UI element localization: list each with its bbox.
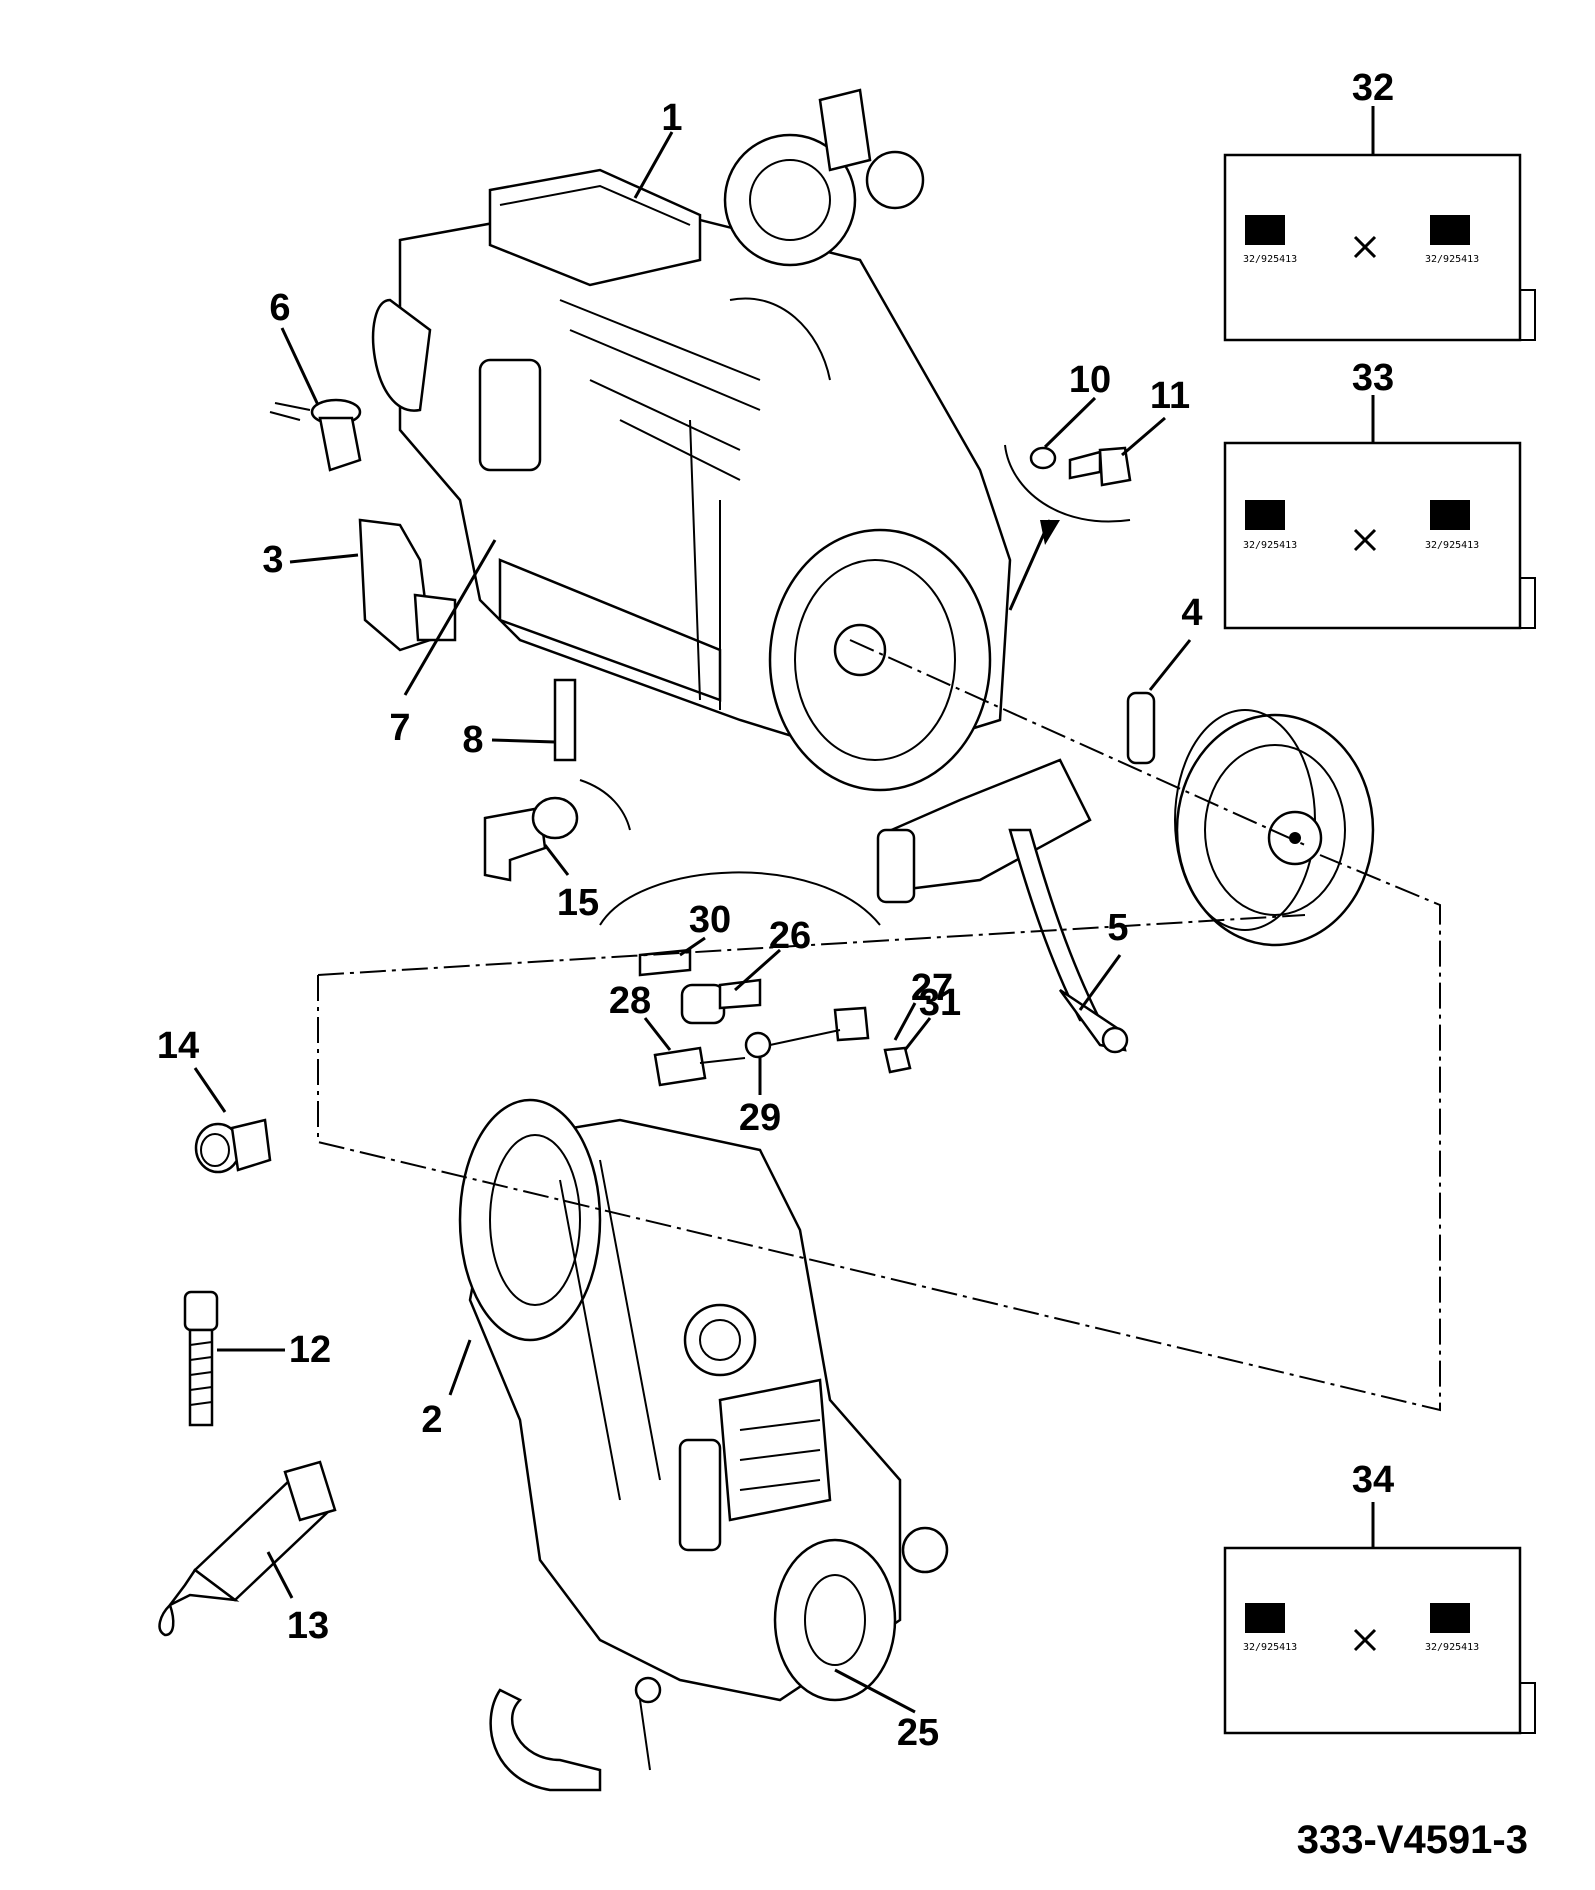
plug-fitting [194,1118,272,1174]
flex-plate [1174,709,1375,947]
decal-code-34-right: 32/925413 [1425,1642,1479,1653]
callout-12: 12 [289,1329,331,1371]
callout-27: 27 [911,967,953,1009]
callout-26: 26 [769,915,811,957]
callout-6: 6 [269,287,290,329]
clamp-set [638,948,912,1087]
callout-15: 15 [557,882,599,924]
oil-filler-cap [269,398,362,472]
detail-arc-clamp [599,871,881,926]
callout-29: 29 [739,1097,781,1139]
callout-31: 31 [919,982,961,1024]
decal-panel-32: 32/925413 32/925413 [1223,153,1536,342]
cap-screw [183,1290,219,1427]
sealant-tube [158,1460,337,1637]
callout-3: 3 [262,539,283,581]
alignment-line-right [317,854,1441,1412]
decal-panel-33: 32/925413 32/925413 [1223,441,1536,630]
decal-code-34-left: 32/925413 [1243,1642,1297,1653]
decal-code-33-right: 32/925413 [1425,540,1479,551]
callout-32: 32 [1352,67,1394,109]
callout-10: 10 [1069,359,1111,401]
callout-33: 33 [1352,357,1394,399]
engine-assembly [371,88,1012,792]
callout-8: 8 [462,719,483,761]
callout-34: 34 [1352,1459,1394,1501]
leader-lines [193,106,1375,1714]
callout-25: 25 [897,1712,939,1754]
mount-bolt [553,678,577,762]
callout-30: 30 [689,899,731,941]
decal-code-32-right: 32/925413 [1425,254,1479,265]
decal-code-33-left: 32/925413 [1243,540,1297,551]
detail-pointer-10-11-head [1040,520,1060,545]
bolt-11 [1068,446,1132,487]
pipe-bracket [876,691,1156,1054]
callout-28: 28 [609,980,651,1022]
callout-11: 11 [1150,375,1190,417]
callout-1: 1 [661,97,682,139]
callout-13: 13 [287,1605,329,1647]
callout-7: 7 [389,707,410,749]
detail-arc-10-11 [1004,444,1131,523]
washer-10 [1029,446,1057,470]
elbow-fitting [483,779,631,882]
decal-panel-34: 32/925413 32/925413 [1223,1546,1536,1735]
callout-14: 14 [157,1025,199,1067]
alignment-line-top [317,914,1306,976]
callout-4: 4 [1181,592,1202,634]
callout-5: 5 [1107,907,1128,949]
drawing-number: 333-V4591-3 [1297,1818,1528,1862]
transmission-assembly [458,1098,949,1792]
callout-2: 2 [421,1399,442,1441]
decal-code-32-left: 32/925413 [1243,254,1297,265]
